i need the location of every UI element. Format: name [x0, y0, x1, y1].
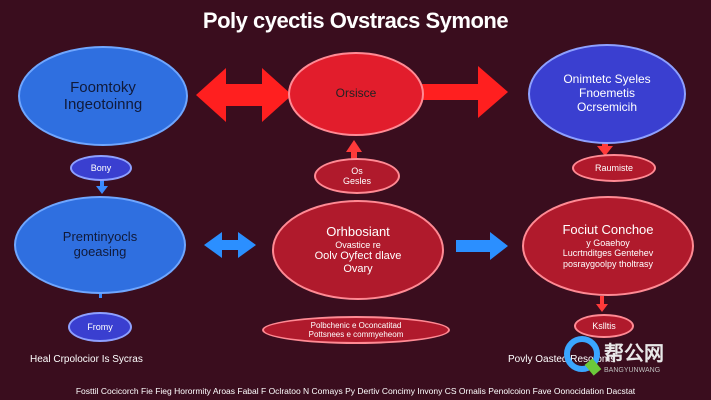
- node-top-right: Onimtetc Syeles Fnoemetis Ocrsemicih: [528, 44, 686, 144]
- node-top-right-line3: Ocrsemicih: [576, 99, 637, 114]
- node-small-center-1-line1: Os: [351, 165, 363, 176]
- node-small-center-2: Polbchenic e Oconcatitad Pottsnees e com…: [262, 316, 450, 344]
- node-mid-center-line4: Ovary: [343, 262, 373, 275]
- node-top-center-line1: Orsisce: [335, 86, 377, 101]
- node-mid-right-line2: y Goaehoy: [586, 237, 630, 248]
- diagram-title: Poly cyectis Ovstracs Symone: [202, 8, 509, 33]
- blue-arrow-right: [456, 232, 508, 260]
- node-top-left-line2: Ingeotoinng: [63, 96, 143, 113]
- node-small-right-1-label: Raumiste: [594, 162, 633, 173]
- node-small-left-1-label: Bony: [90, 162, 112, 173]
- node-small-center-2-line2: Pottsnees e commyeheom: [308, 330, 404, 339]
- caption-right: Povly Oasted Resofoms: [508, 354, 616, 365]
- red-arrow-right: [392, 66, 508, 118]
- logo-graphic: 帮公网 BANGYUNWANG: [564, 336, 664, 376]
- node-top-left-line1: Foomtoky: [70, 78, 136, 96]
- caption-left: Heal Crpolocior Is Sycras: [30, 354, 143, 365]
- node-small-center-1: Os Gesles: [314, 158, 400, 194]
- blue-arrow-down-left: [96, 178, 108, 194]
- node-mid-center-line3: Oolv Oyfect dlave: [314, 250, 402, 262]
- node-small-right-2-label: Kslltis: [592, 320, 616, 331]
- node-small-right-1: Raumiste: [572, 154, 656, 182]
- node-mid-right-line3: Lucrtnditges Gentehev: [562, 248, 654, 259]
- node-mid-center: Orhbosiant Ovastice re Oolv Oyfect dlave…: [272, 200, 444, 300]
- red-double-arrow-left: [196, 68, 292, 122]
- red-arrow-up: [346, 140, 362, 160]
- node-top-left: Foomtoky Ingeotoinng: [18, 46, 188, 146]
- node-mid-left-line1: Premtinyocls: [62, 229, 138, 245]
- logo-main-text: 帮公网: [604, 341, 664, 365]
- red-arrow-down-right-2: [596, 296, 608, 312]
- node-small-center-2-line1: Polbchenic e Oconcatitad: [310, 320, 402, 330]
- node-mid-left: Premtinyocls goeasing: [14, 196, 186, 294]
- node-top-right-line2: Fnoemetis: [578, 86, 636, 101]
- footer-text: Fosttil Cocicorch Fie Fieg Horormity Aro…: [75, 386, 636, 396]
- node-top-right-line1: Onimtetc Syeles: [563, 72, 651, 87]
- node-mid-center-line2: Ovastice re: [335, 239, 381, 250]
- node-small-left-2: Fromy: [68, 312, 132, 342]
- node-small-left-1: Bony: [70, 155, 132, 181]
- node-mid-right-line4: posraygoolpy tholtrasy: [562, 258, 654, 269]
- node-small-right-2: Kslltis: [574, 314, 634, 338]
- node-small-center-1-line2: Gesles: [342, 176, 371, 186]
- blue-double-arrow: [204, 232, 256, 258]
- node-mid-right: Fociut Conchoe y Goaehoy Lucrtnditges Ge…: [522, 196, 694, 296]
- logo-sub-text: BANGYUNWANG: [604, 367, 660, 374]
- node-mid-left-line2: goeasing: [73, 244, 127, 259]
- node-mid-center-line1: Orhbosiant: [326, 223, 390, 239]
- node-top-center: Orsisce: [288, 52, 424, 136]
- watermark-logo: 帮公网 BANGYUNWANG: [562, 332, 690, 378]
- node-mid-right-line1: Fociut Conchoe: [562, 222, 654, 238]
- red-arrow-down-right: [597, 134, 613, 156]
- node-small-left-2-label: Fromy: [87, 321, 113, 332]
